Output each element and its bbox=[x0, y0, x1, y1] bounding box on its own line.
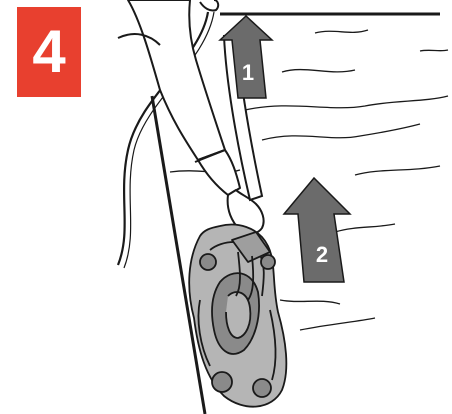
pool-cleaner bbox=[189, 225, 286, 407]
arrow-1-label: 1 bbox=[242, 60, 254, 85]
arrow-2: 2 bbox=[284, 178, 350, 282]
arrow-2-label: 2 bbox=[316, 242, 328, 267]
